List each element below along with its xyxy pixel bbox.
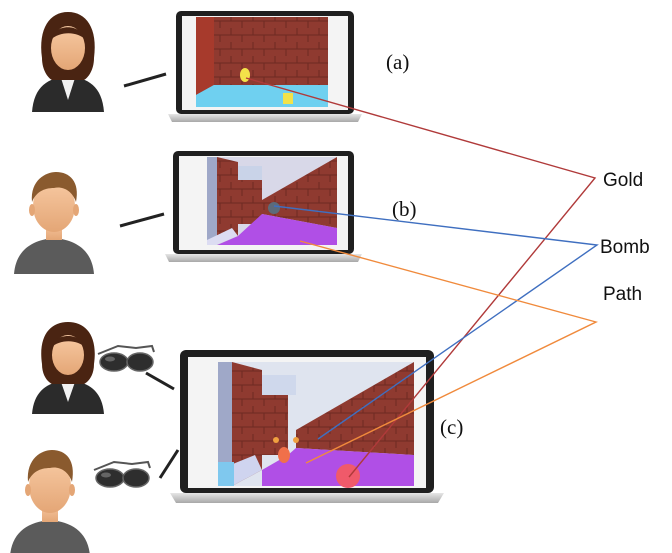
laptop-c <box>170 350 444 503</box>
label-gold: Gold <box>603 170 643 191</box>
label-a: (a) <box>386 50 409 74</box>
game-scene-b <box>207 157 337 245</box>
woman-avatar-icon <box>32 322 104 414</box>
man-avatar-icon <box>10 450 90 553</box>
label-bomb: Bomb <box>600 237 650 258</box>
label-path: Path <box>603 284 642 305</box>
path-connector-lines <box>299 240 598 464</box>
man-avatar-icon <box>14 172 94 274</box>
label-b: (b) <box>392 197 417 221</box>
gold-connector-lines <box>245 77 597 478</box>
3d-glasses-icon <box>93 460 151 488</box>
woman-avatar-icon <box>32 12 104 112</box>
game-scene-a <box>196 17 328 107</box>
3d-glasses-icon <box>97 344 155 372</box>
user-connector-lines <box>119 72 180 479</box>
laptop-b <box>165 151 362 262</box>
laptop-a <box>168 11 362 122</box>
bomb-connector-lines <box>273 205 599 440</box>
label-c: (c) <box>440 415 463 439</box>
game-scene-c <box>218 362 414 488</box>
